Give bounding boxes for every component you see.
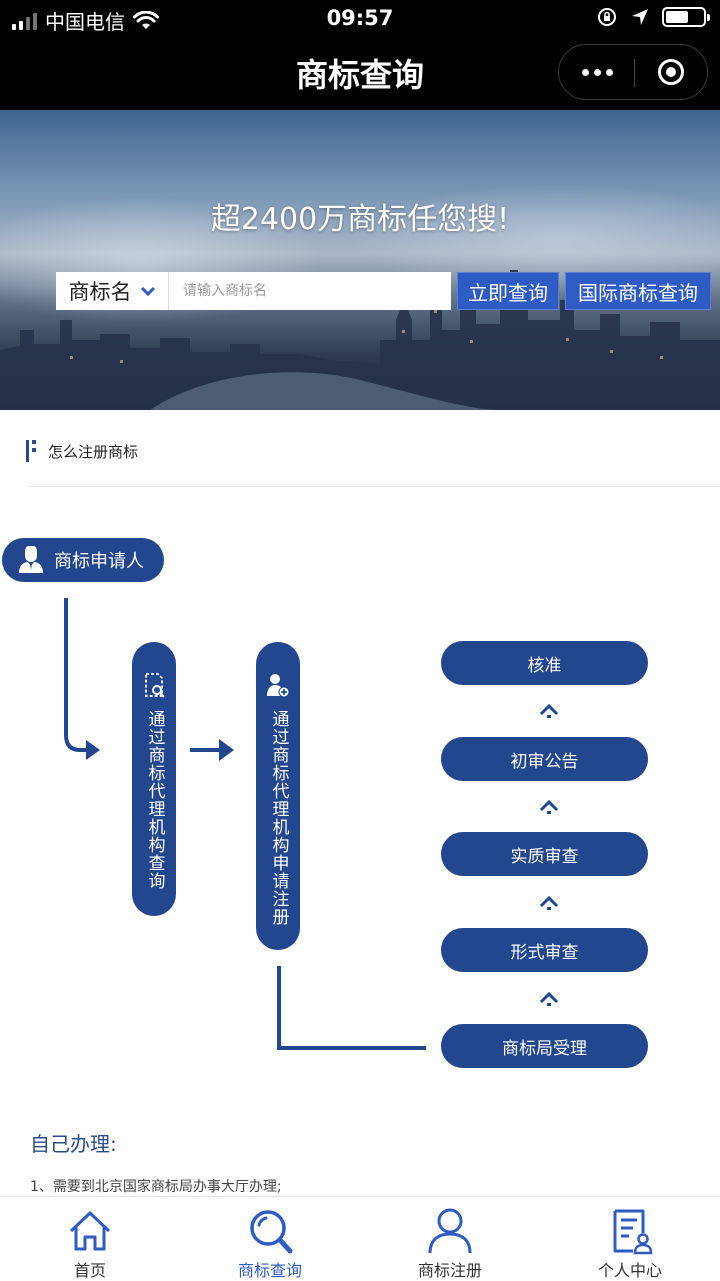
self-handling-item: 1、需要到北京国家商标局办事大厅办理; [30,1179,282,1195]
step-bureau-acceptance: 商标局受理 [441,1024,648,1068]
step-formal-review: 形式审查 [441,928,648,972]
register-step-label: 通过商标代理机构申请注册 [268,710,289,926]
wifi-icon [133,10,159,29]
person-icon [19,546,43,573]
status-left: 中国电信 [12,6,159,35]
step-substantive-review: 实质审查 [441,832,648,876]
international-search-button[interactable]: 国际商标查询 [565,272,711,310]
more-button[interactable] [559,45,635,99]
more-dot-icon [605,68,613,76]
city-skyline-image [0,270,720,410]
battery-level [666,11,688,23]
search-type-label: 商标名 [68,280,132,304]
tab-home[interactable]: 首页 [0,1197,180,1281]
divider [26,486,720,487]
status-right [596,6,710,28]
close-button[interactable] [635,45,707,99]
tab-trademark-register-label: 商标注册 [417,1261,482,1280]
location-icon [632,9,648,25]
applicant-label: 商标申请人 [54,551,144,572]
hero-banner: 超2400万商标任您搜! 商标名 立即查询 国际商标查询 [0,110,720,410]
battery-icon [662,7,710,27]
section-title: 怎么注册商标 [48,442,139,461]
self-handling-title: 自己办理: [30,1132,117,1156]
status-bar: 中国电信 09:57 [0,0,720,36]
tab-personal-center[interactable]: 个人中心 [540,1197,720,1281]
tab-personal-center-label: 个人中心 [597,1261,662,1280]
tab-bar: 首页 商标查询 商标注册 个人中心 [0,1196,720,1281]
more-dot-icon [581,68,589,76]
chevron-up-icon [539,703,559,718]
more-dot-icon [593,68,601,76]
document-search-icon [145,673,165,698]
carrier-label: 中国电信 [45,10,125,34]
step-preliminary-announcement: 初审公告 [441,737,648,781]
tab-home-label: 首页 [73,1261,106,1280]
page-title: 商标查询 [295,56,424,94]
chevron-up-icon [539,895,559,910]
chevron-up-icon [539,799,559,814]
hero-title: 超2400万商标任您搜! [210,202,510,237]
search-button[interactable]: 立即查询 [457,272,559,310]
step-approval: 核准 [441,641,648,685]
query-step-node: 通过商标代理机构查询 [132,642,176,916]
search-icon [250,1210,293,1254]
mini-program-capsule [558,44,708,100]
register-step-node: 通过商标代理机构申请注册 [256,642,300,950]
query-step-label: 通过商标代理机构查询 [144,710,165,890]
nav-bar: 商标查询 [0,36,720,110]
applicant-node: 商标申请人 [2,538,164,582]
tab-trademark-register[interactable]: 商标注册 [360,1197,540,1281]
search-bar: 商标名 立即查询 国际商标查询 [56,272,711,310]
capsule-divider [634,59,635,87]
user-icon [428,1208,472,1254]
section-marker-icon [26,440,36,462]
signal-icon [12,12,37,30]
add-user-icon [267,674,290,698]
home-icon [69,1211,111,1251]
chevron-down-icon [140,286,155,297]
target-icon [658,59,684,85]
tab-trademark-search-label: 商标查询 [237,1261,302,1280]
search-type-select[interactable]: 商标名 [56,272,169,310]
rotation-lock-icon [598,8,616,26]
search-input[interactable] [169,272,451,310]
tab-trademark-search[interactable]: 商标查询 [180,1197,360,1281]
document-user-icon [613,1209,653,1255]
chevron-up-icon [539,991,559,1006]
section-header: 怎么注册商标 [26,440,138,462]
status-time: 09:57 [326,6,394,30]
